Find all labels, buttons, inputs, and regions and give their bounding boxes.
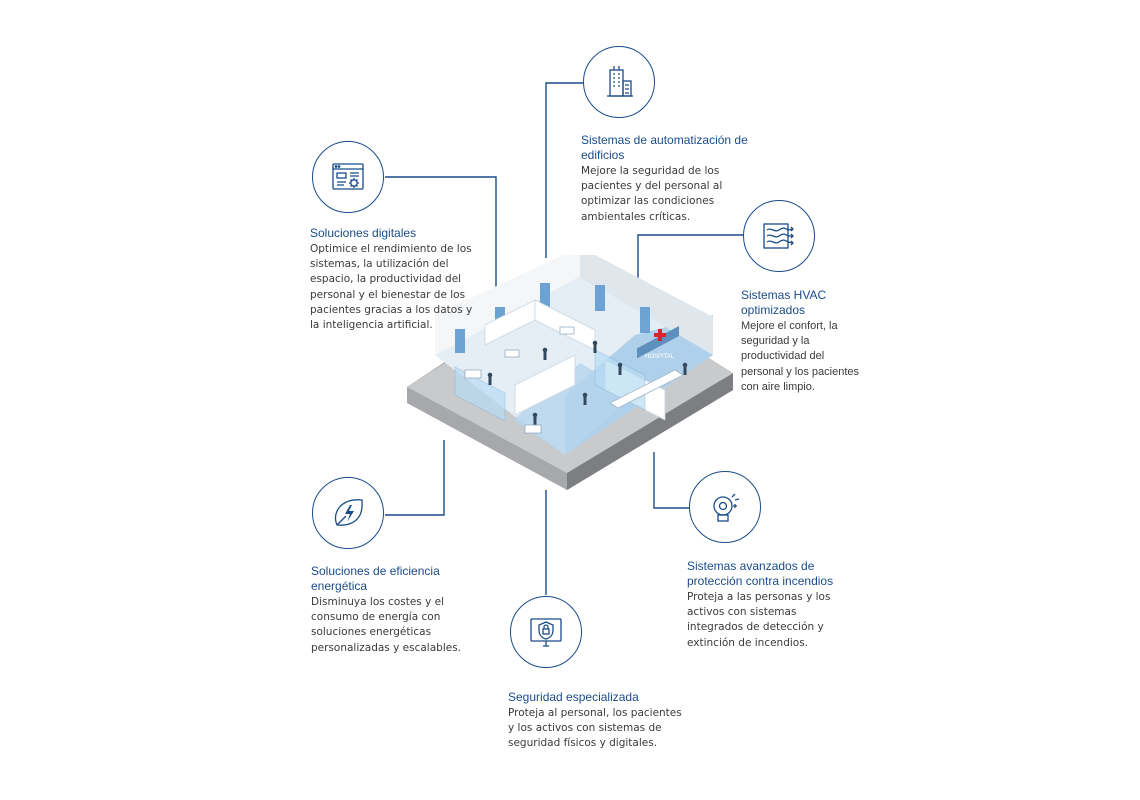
connector-fire [653, 452, 690, 509]
browser-gear-icon [332, 163, 364, 190]
energy-efficiency-icon-circle [312, 477, 384, 549]
fire-protection-icon-circle [689, 471, 761, 543]
building-automation-icon-circle [583, 46, 655, 118]
hvac-description: Mejore el confort, la seguridad y la pro… [741, 320, 860, 393]
airflow-icon [763, 223, 794, 249]
hvac-title-line2: optimizados [741, 303, 806, 317]
fire-protection-title-line2: protección contra incendios [687, 574, 834, 588]
building-automation-title-line2: edificios [581, 148, 625, 162]
connector-hvac [637, 234, 743, 290]
digital-solutions-title: Soluciones digitales [310, 226, 417, 240]
energy-efficiency-title-line2: energética [311, 579, 368, 593]
security-icon-circle [510, 596, 582, 668]
hospital-floor-illustration: HOSPITAL [407, 255, 733, 490]
connector-building-automation [545, 82, 583, 258]
digital-solutions-icon-circle [312, 141, 384, 213]
hvac-title: Sistemas HVAC optimizados [741, 288, 861, 318]
security-description: Proteja al personal, los pacientes y los… [508, 707, 682, 750]
security-title: Seguridad especializada [508, 690, 639, 704]
fire-alarm-bell-icon [713, 493, 740, 522]
building-automation-description: Mejore la seguridad de los pacientes y d… [581, 165, 723, 223]
energy-efficiency-title: Soluciones de eficiencia energética [311, 564, 471, 594]
building-automation-title: Sistemas de automatización de edificios [581, 133, 751, 163]
energy-efficiency-description: Disminuya los costes y el consumo de ene… [311, 596, 462, 654]
hvac-icon-circle [743, 200, 815, 272]
building-automation-title-line1: Sistemas de automatización de [581, 133, 748, 147]
hospital-sign-text: HOSPITAL [645, 354, 675, 360]
monitor-shield-lock-icon [530, 618, 562, 647]
fire-protection-title-line1: Sistemas avanzados de [687, 559, 815, 573]
digital-solutions-description: Optimice el rendimiento de los sistemas,… [310, 243, 473, 332]
energy-efficiency-title-line1: Soluciones de eficiencia [311, 564, 440, 578]
leaf-bolt-icon [334, 499, 363, 526]
building-icon [607, 66, 633, 97]
fire-protection-description: Proteja a las personas y los activos con… [687, 591, 831, 649]
fire-protection-title: Sistemas avanzados de protección contra … [687, 559, 847, 589]
connector-energy [385, 440, 445, 516]
connector-digital-solutions [385, 176, 497, 298]
red-cross-icon [654, 329, 666, 341]
hvac-title-line1: Sistemas HVAC [741, 288, 827, 302]
